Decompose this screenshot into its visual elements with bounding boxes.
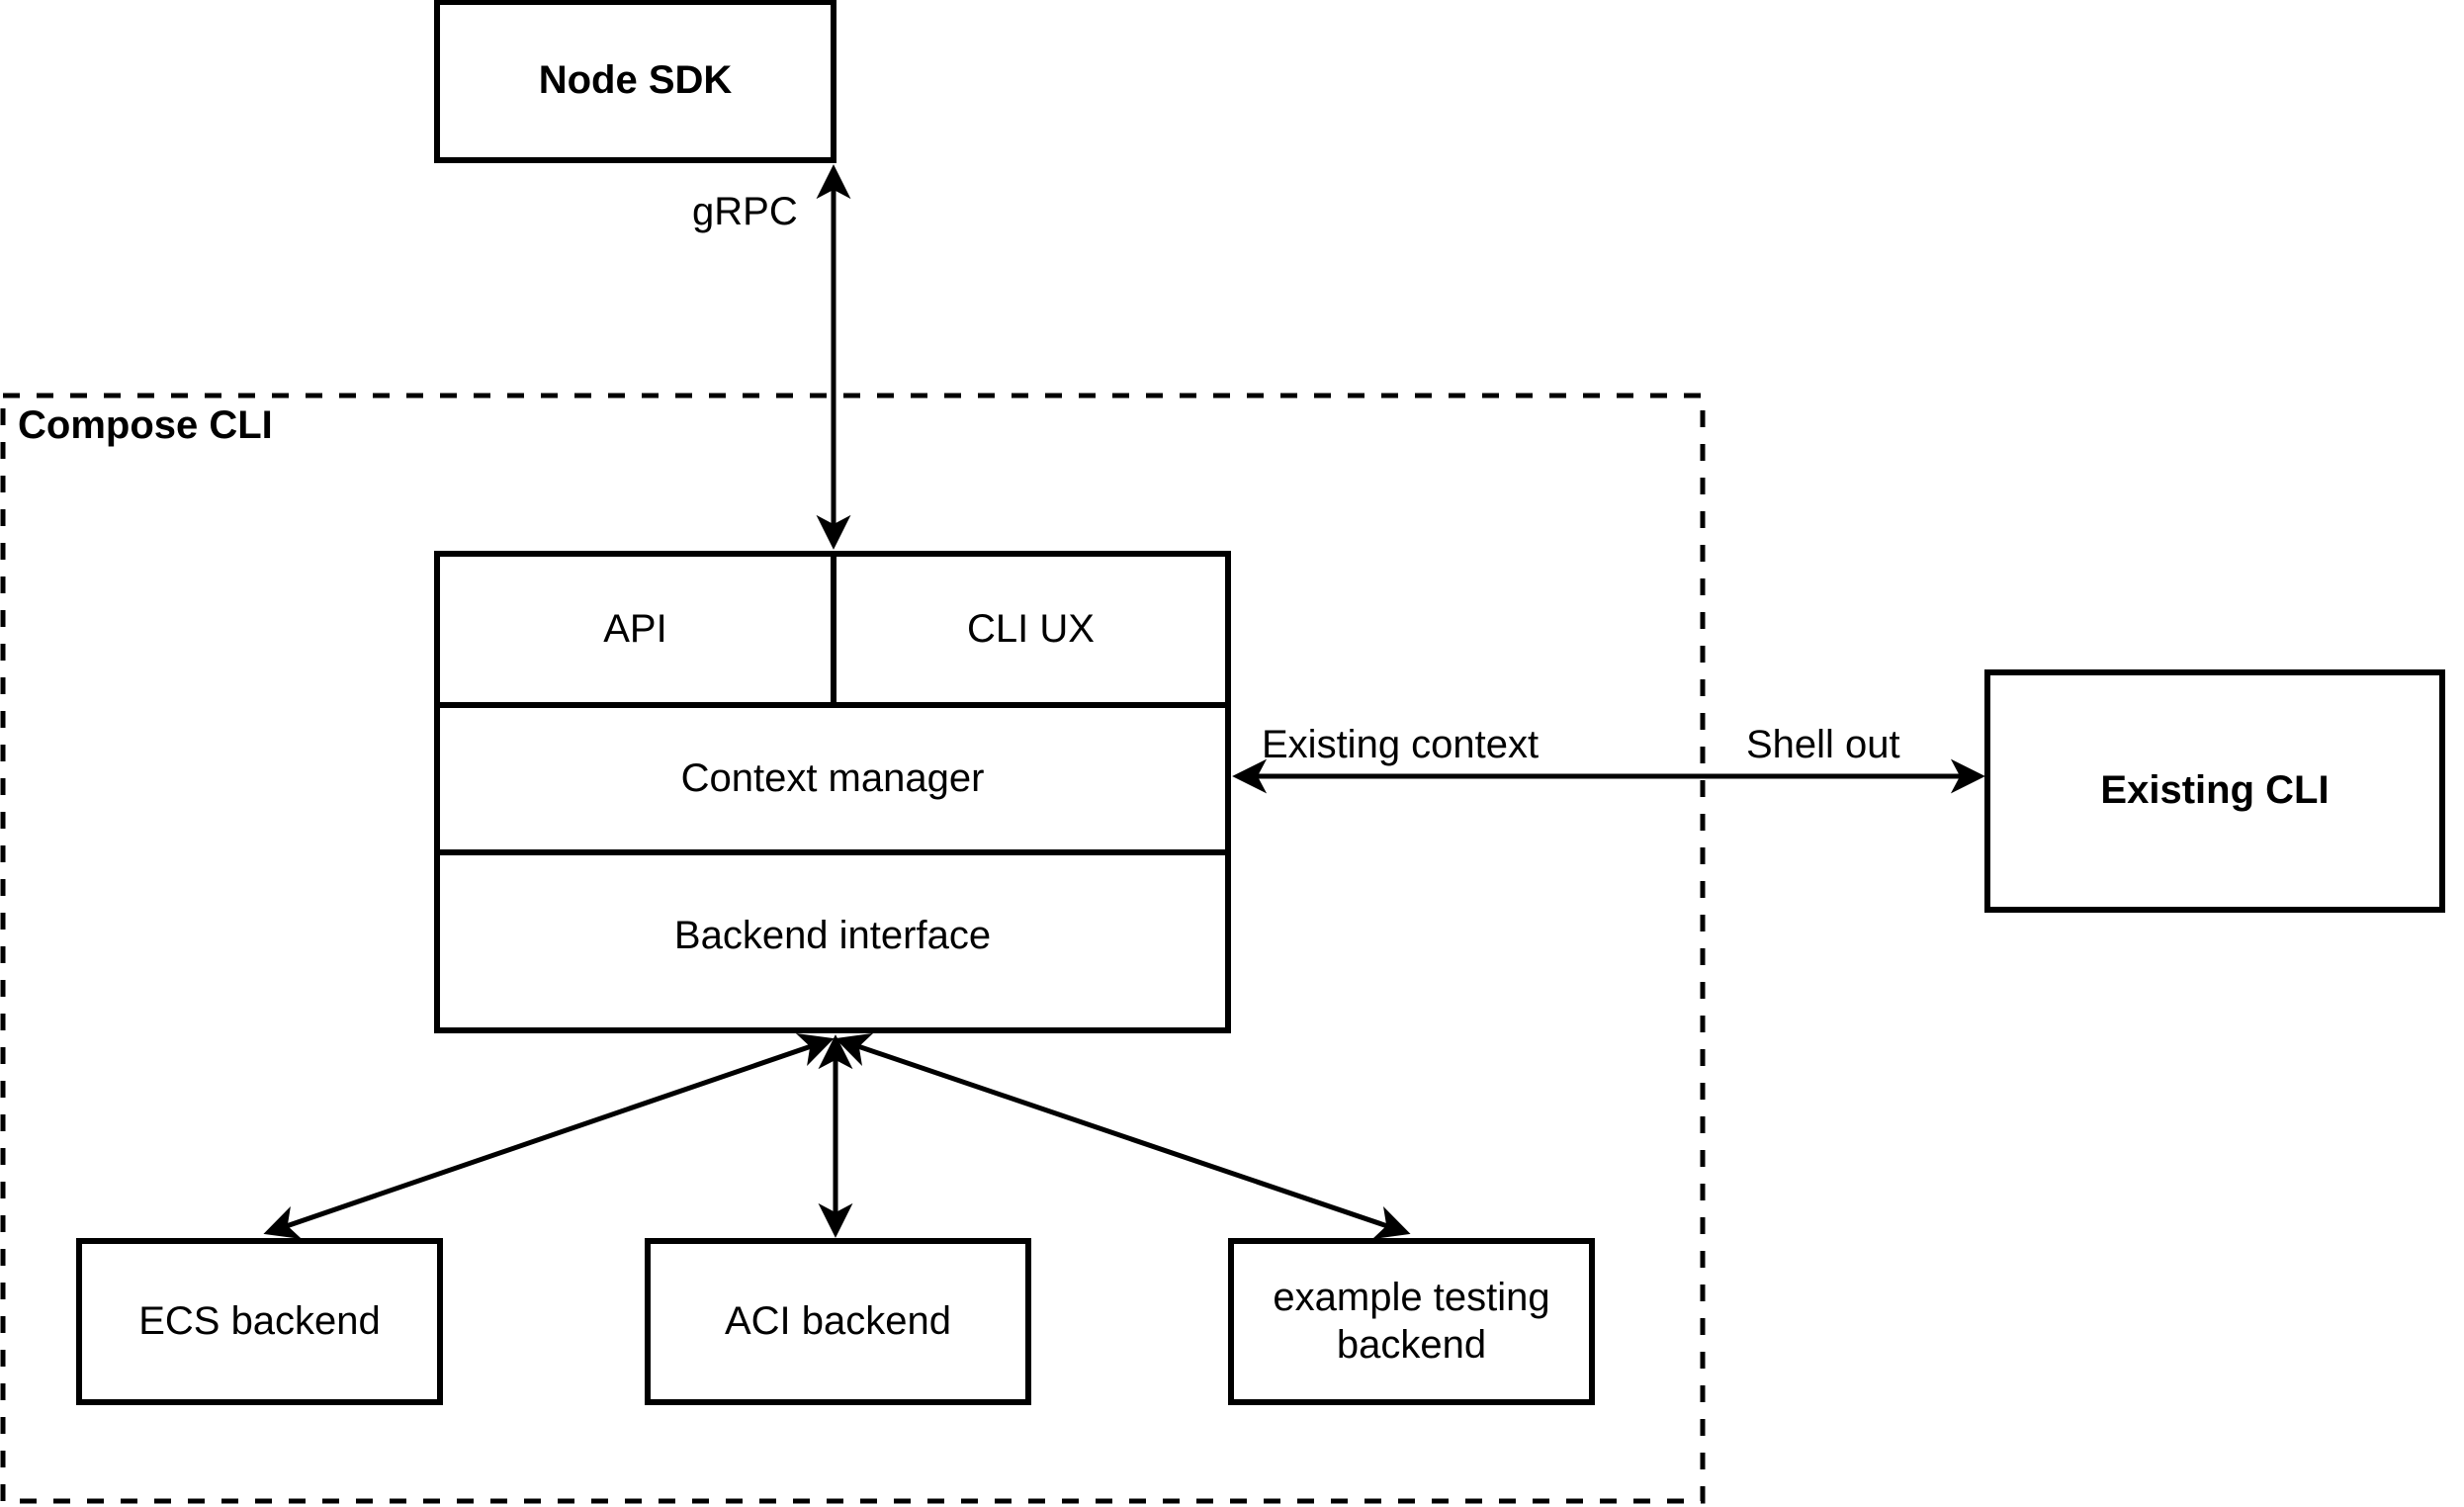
aci-backend-box: [645, 1238, 1031, 1405]
compose-cli-boundary: [0, 393, 1706, 1504]
existing-cli-box: [1984, 669, 2445, 913]
edge-backend-example-arrow: [835, 1032, 1411, 1240]
example-testing-backend-box: [1228, 1238, 1595, 1405]
ecs-backend-box: [76, 1238, 443, 1405]
edge-backend-ecs-arrow: [263, 1032, 835, 1240]
node-sdk-box: [434, 0, 836, 163]
